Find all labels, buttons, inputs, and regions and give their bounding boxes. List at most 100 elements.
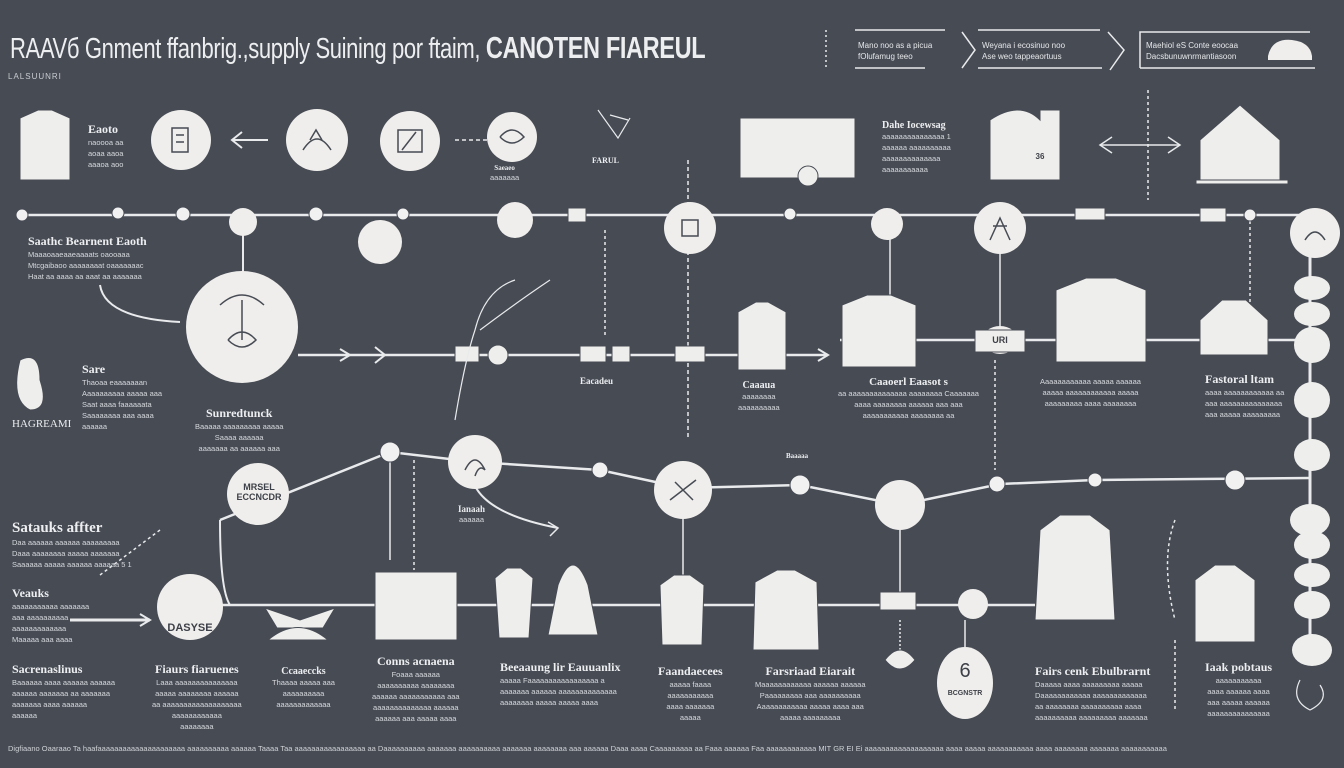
block-title: Iaak pobtaus <box>1205 660 1273 674</box>
block-line: aaaaaaaaaa <box>738 403 780 412</box>
header-box-1: Mano noo as a picua fOlufamug teeo <box>858 40 932 62</box>
block-line: aaaaaaaaaaa <box>882 165 928 174</box>
block-line: aaaaaaaaaaaaaaa <box>1207 709 1270 718</box>
branch-icon <box>454 279 551 421</box>
shirt-icon <box>1055 277 1147 363</box>
block-title: Eaoto <box>88 122 118 136</box>
button-icon <box>487 344 509 366</box>
block-title: Sacrenaslinus <box>12 662 83 676</box>
box-line: Weyana i ecosinuo noo <box>982 41 1066 50</box>
block-title: Faandaecees <box>658 664 723 678</box>
footer-text: Digfiaano Oaaraao Ta haafaaaaaaaaaaaaaaa… <box>8 744 1167 753</box>
block-line: aaaaaaaa <box>742 392 776 401</box>
block-line: Aaaaaaaaaa aaaaa aaa <box>82 389 163 398</box>
node <box>308 206 324 222</box>
node <box>15 208 29 222</box>
block-line: aaaaaaaaaa aaaaaaaaa aaaaaaa <box>1035 713 1148 722</box>
connector <box>1166 519 1176 621</box>
block-line: Daaaaa aaaa aaaaaaaaa aaaaa <box>1035 680 1143 689</box>
block-line: aaaaaaaaaaa aaaaaaaa aa <box>862 411 955 420</box>
coat-icon <box>1034 514 1116 621</box>
block-title: Conns acnaena <box>376 654 455 668</box>
tag-icon <box>454 345 480 363</box>
bowtie-icon <box>263 607 337 629</box>
block-line: aaaaaaaaaa <box>282 689 325 698</box>
block-line: aaa aaaaa aaaaaaaaa <box>1205 410 1281 419</box>
node <box>379 441 401 463</box>
sketch-icon <box>597 109 631 140</box>
block-line: Saat aaaa faaaaaata <box>82 400 152 409</box>
block-title: Beeaaung lir Eauuanlix <box>500 660 621 674</box>
node <box>396 207 410 221</box>
arrow-curve <box>99 284 181 323</box>
node <box>988 475 1006 493</box>
node <box>111 206 125 220</box>
label-tag-icon <box>974 329 1026 353</box>
tag-icon <box>567 207 587 223</box>
block-line: Laaa aaaaaaaaaaaaaaa <box>156 678 238 687</box>
tag-oval <box>937 647 993 719</box>
block-line: Maaaaaaaaaaaa aaaaaa aaaaaa <box>755 680 866 689</box>
block-line: Mtcgaibaoo aaaaaaaat oaaaaaaac <box>28 261 144 270</box>
step-circle <box>497 202 533 238</box>
step-circle <box>151 110 211 170</box>
block-line: aaaaaaaaaaaa <box>171 711 222 720</box>
block-line: aaaaaaa aa aaaaaa aaa <box>198 444 280 453</box>
step-circle <box>958 589 988 619</box>
building-icon <box>171 127 189 153</box>
block-title: Satauks affter <box>12 520 103 536</box>
block-line: aa aaaaaaaa aaaaaaaaaa aaaa <box>1035 702 1142 711</box>
node <box>1087 472 1103 488</box>
block-line: aaaa aaaaaaaaaaaa aa <box>1205 388 1285 397</box>
step-circle <box>448 435 502 489</box>
node <box>1243 208 1257 222</box>
block-line: aaaaa <box>679 713 701 722</box>
block-line: aaaaaa aaa aaaaa aaaa <box>375 714 457 723</box>
box-line: fOlufamug teeo <box>858 52 913 61</box>
block-line: aaaaaaaaaaaaaa aaaaaa <box>373 703 459 712</box>
subtitle: LALSUUNRI <box>8 72 62 81</box>
title-text: RAAVб Gnment ffanbrig.,supply Suining po… <box>10 33 481 65</box>
jacket-icon <box>752 569 820 651</box>
block-line: Saaaa aaaaaa <box>214 433 264 442</box>
box-line: Maehiol eS Conte eoocaa <box>1146 41 1239 50</box>
node <box>591 461 609 479</box>
factory-number: 36 <box>1035 152 1045 161</box>
block-title: Sare <box>82 362 106 376</box>
box-line: Mano noo as a picua <box>858 41 933 50</box>
ornament-icon <box>1296 679 1324 711</box>
tag-icon <box>1074 207 1106 221</box>
step-circle <box>664 202 716 254</box>
chevron-icon <box>1107 31 1125 71</box>
step-circle <box>380 111 440 171</box>
block-line: Aaaaaaaaaaaa aaaaa aaaa aaa <box>756 702 864 711</box>
block-line: aaaaaaa aaaa aaaaaa <box>12 700 88 709</box>
block-line: aaaa aaaaaaaa aaaaaa aaa aaa <box>854 400 963 409</box>
box-frame <box>1139 31 1310 68</box>
step-circle <box>358 220 402 264</box>
block-title: Saathc Bearnent Eaoth <box>28 234 147 248</box>
factory-icon <box>989 109 1061 181</box>
blouse-icon <box>659 574 705 646</box>
block-line: aaaaaaaa aaaaa aaaaa aaaa <box>500 698 599 707</box>
block-line: aaaaa faaaa <box>669 680 712 689</box>
block-line: aaaaaa <box>458 515 485 524</box>
shoe-icon <box>302 128 332 151</box>
tag-icon <box>674 345 706 363</box>
block-line: aaaaaa aaaaaaaaaaa aaa <box>372 692 460 701</box>
block-title: Veauks <box>12 586 49 600</box>
plant-icon <box>219 294 265 348</box>
